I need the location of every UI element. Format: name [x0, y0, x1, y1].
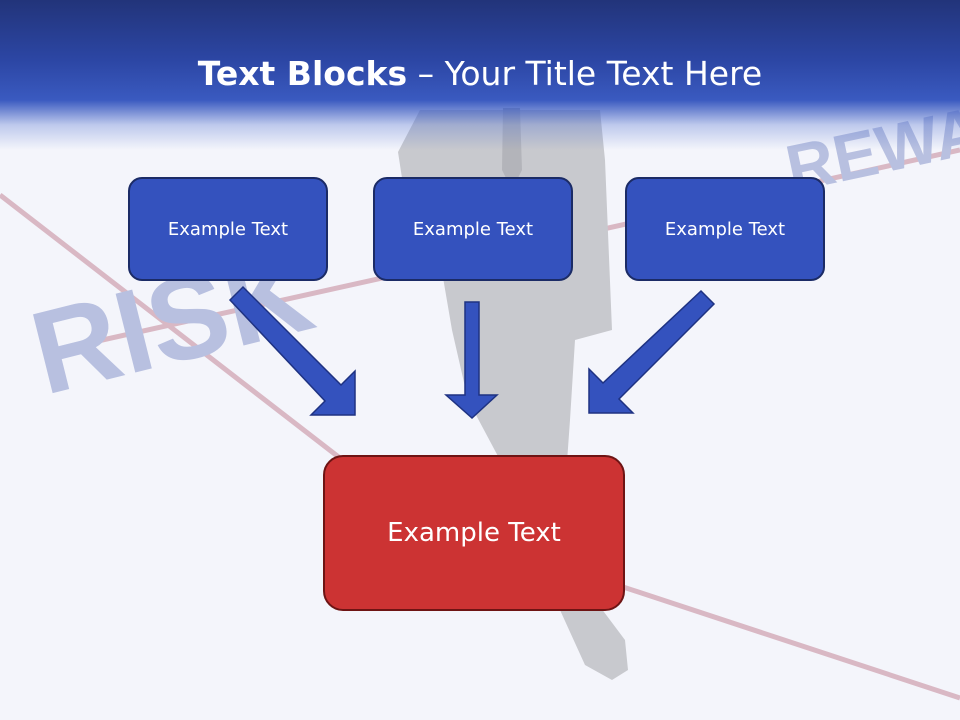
arrow-left-diagonal [228, 285, 356, 416]
title-dash: – [407, 54, 445, 93]
block-label: Example Text [167, 218, 289, 240]
title-bold-part: Text Blocks [197, 54, 408, 93]
example-text-block-top-left[interactable]: Example Text [128, 177, 328, 281]
example-text-block-bottom[interactable]: Example Text [323, 455, 625, 611]
arrow-center-down [444, 301, 499, 420]
title-bar [0, 0, 960, 150]
block-label: Example Text [387, 518, 561, 548]
block-label: Example Text [412, 218, 534, 240]
example-text-block-top-right[interactable]: Example Text [625, 177, 825, 281]
slide-title: Text Blocks – Your Title Text Here [0, 52, 960, 96]
example-text-block-top-center[interactable]: Example Text [373, 177, 573, 281]
arrow-right-diagonal [588, 289, 716, 414]
title-rest-part: Your Title Text Here [444, 54, 763, 93]
block-label: Example Text [664, 218, 786, 240]
